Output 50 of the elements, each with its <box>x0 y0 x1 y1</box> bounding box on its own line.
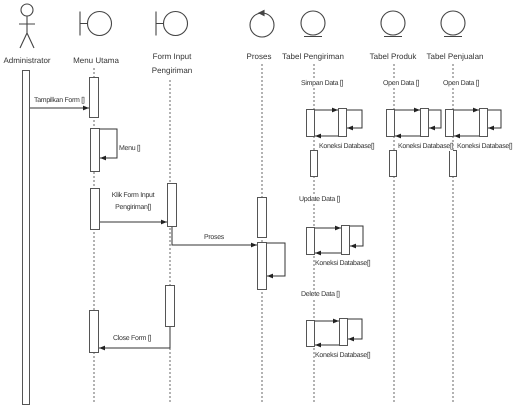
activation-bar <box>257 242 267 290</box>
self-message-arrow <box>428 110 442 130</box>
self-message-arrow <box>266 242 286 278</box>
activation-bar <box>306 109 315 137</box>
activation-bar <box>386 109 395 137</box>
lifeline-label: Tabel Produk <box>368 51 418 63</box>
activation-bar <box>165 285 175 327</box>
activation-bar <box>90 188 100 230</box>
self-message-arrow <box>348 318 362 342</box>
message-arrow <box>314 250 342 256</box>
message-arrow <box>100 220 168 224</box>
activation-bar <box>310 150 318 177</box>
activation-bar <box>338 108 347 137</box>
activation-bar <box>389 150 397 177</box>
lifeline-label: Administrator <box>2 55 52 67</box>
message-arrow <box>454 108 480 112</box>
message-arrow <box>314 342 340 348</box>
message-arrow <box>394 108 420 112</box>
self-message-arrow <box>350 226 364 248</box>
self-message-arrow <box>488 110 502 130</box>
activation-bar <box>449 150 457 177</box>
self-message-arrow <box>346 110 362 130</box>
activation-bar <box>445 109 454 137</box>
lifeline-label: Tabel Pengiriman <box>281 51 345 63</box>
activation-bar <box>339 318 348 346</box>
message-arrow <box>172 226 258 248</box>
message-arrow <box>394 134 420 138</box>
message-arrow <box>454 134 480 138</box>
activation-bar <box>306 227 315 255</box>
activation-bar <box>306 320 315 347</box>
activation-bar <box>167 183 177 227</box>
activation-bar <box>341 225 350 255</box>
activation-bar <box>90 128 100 172</box>
message-arrow <box>314 226 342 230</box>
message-arrow <box>30 106 90 110</box>
message-arrow <box>314 134 338 138</box>
message-arrow <box>314 318 340 324</box>
activation-bar <box>420 108 429 137</box>
activation-bar <box>479 108 488 137</box>
lifeline-label: Menu Utama <box>72 55 120 67</box>
activation-bar <box>89 77 99 118</box>
activation-bar <box>89 310 99 353</box>
lifeline-label: Proses <box>246 51 272 63</box>
activation-bar <box>257 197 267 238</box>
message-arrow <box>314 108 338 112</box>
self-message-arrow <box>100 128 118 160</box>
activation-bar <box>22 70 30 405</box>
message-arrow <box>98 326 170 350</box>
lifeline-label: Form Input Pengiriman <box>150 51 194 77</box>
lifeline-label: Tabel Penjualan <box>426 51 484 63</box>
